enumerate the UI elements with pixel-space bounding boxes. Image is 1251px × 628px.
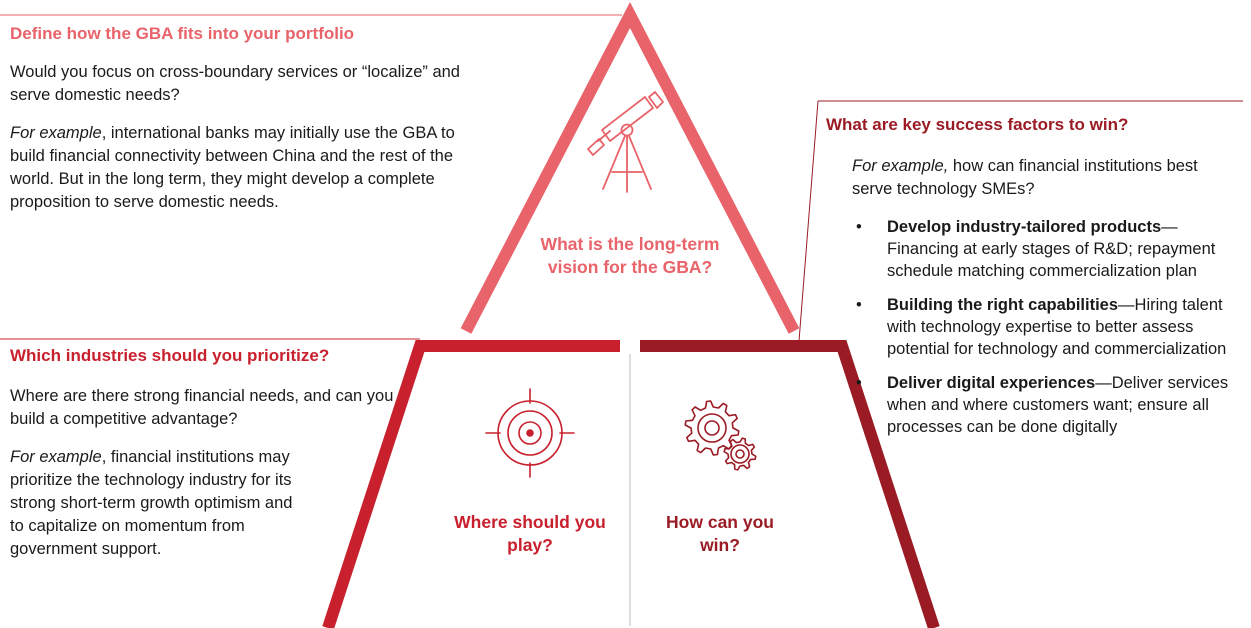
bullet-dot: • — [856, 296, 862, 314]
gears-icon — [684, 400, 757, 471]
bottom-left-example-lead: For example — [10, 448, 102, 466]
top-left-example-lead: For example — [10, 124, 102, 142]
bottom-left-question: Where are there strong financial needs, … — [10, 387, 394, 428]
bullet-item: • Building the right capabilities—Hiring … — [852, 294, 1247, 360]
bullet-dot: • — [856, 374, 862, 392]
top-left-body: Would you focus on cross-boundary servic… — [10, 61, 460, 214]
right-section-label: How can you win? — [666, 512, 774, 555]
right-trapezoid — [640, 340, 940, 628]
bullet-text: —Financing at early stages of R&D; repay… — [887, 218, 1216, 280]
top-left-example: For example, international banks may ini… — [10, 122, 460, 214]
top-left-question: Would you focus on cross-boundary servic… — [10, 63, 460, 104]
bullet-text: —Hiring talent with technology expertise… — [887, 296, 1227, 358]
right-example-paragraph: For example, how can financial instituti… — [852, 155, 1212, 201]
left-section-label: Where should you play? — [454, 512, 606, 555]
bullet-bold: Deliver digital experiences — [887, 374, 1096, 392]
bullet-bold: Building the right capabilities — [887, 296, 1119, 314]
telescope-icon — [587, 91, 664, 193]
bullet-item: • Deliver digital experiences—Deliver ser… — [852, 372, 1247, 438]
target-icon — [485, 388, 575, 478]
bottom-left-heading: Which industries should you prioritize? — [10, 346, 330, 365]
top-triangle-label: What is the long-term vision for the GBA… — [540, 234, 720, 277]
right-example-text: how can financial institutions best serv… — [852, 157, 1198, 198]
right-example-lead: For example, — [852, 157, 949, 175]
bullet-item: • Develop industry-tailored products—Fina… — [852, 216, 1247, 282]
right-example: For example, how can financial instituti… — [852, 155, 1212, 201]
right-bullets: • Develop industry-tailored products—Fina… — [852, 216, 1247, 450]
top-left-example-text: , international banks may initially use … — [10, 124, 455, 211]
bullet-text: —Deliver services when and where custome… — [887, 374, 1229, 436]
right-heading: What are key success factors to win? — [826, 115, 1129, 134]
bullet-dot: • — [856, 218, 862, 236]
bottom-left-example-text: , financial institutions may prioritize … — [10, 448, 293, 558]
bullet-bold: Develop industry-tailored products — [887, 218, 1162, 236]
top-left-heading: Define how the GBA fits into your portfo… — [10, 24, 355, 43]
top-triangle — [460, 1, 800, 334]
bottom-left-example: For example, financial institutions may … — [10, 446, 300, 561]
bottom-left-body: Where are there strong financial needs, … — [10, 385, 405, 561]
left-trapezoid — [322, 340, 620, 628]
right-rule-diagonal — [798, 100, 819, 342]
